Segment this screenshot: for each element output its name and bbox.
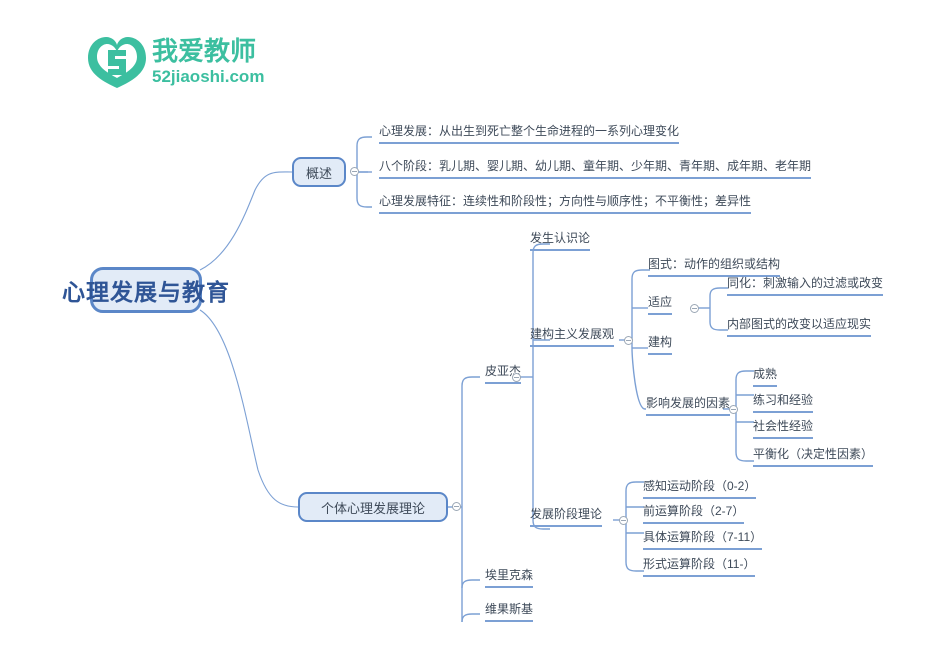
node-construction-label: 建构 [648,335,673,349]
branch-overview-label: 概述 [305,165,332,181]
node-stage-formal-label: 形式运算阶段（11-） [643,557,756,571]
node-stage-preoperational[interactable]: 前运算阶段（2-7） [643,503,745,524]
node-dev-factors-collapse-toggle[interactable] [729,405,738,414]
node-factor-maturation-label: 成熟 [753,367,778,381]
node-factor-practice[interactable]: 练习和经验 [753,392,814,413]
node-adaptation[interactable]: 适应 [648,294,673,315]
overview-item-3[interactable]: 心理发展特征：连续性和阶段性；方向性与顺序性；不平衡性；差异性 [379,193,752,214]
node-stage-theory-label: 发展阶段理论 [530,507,603,521]
node-dev-factors[interactable]: 影响发展的因素 [646,395,731,416]
node-accommodation[interactable]: 内部图式的改变以适应现实 [727,316,872,337]
branch-individual-theories[interactable]: 个体心理发展理论 [298,492,448,522]
node-adaptation-collapse-toggle[interactable] [690,304,699,313]
logo-domain: 52jiaoshi.com [152,67,265,86]
node-factor-equilibration[interactable]: 平衡化（决定性因素） [753,446,874,467]
overview-item-3-label: 心理发展特征：连续性和阶段性；方向性与顺序性；不平衡性；差异性 [379,194,752,208]
root-node[interactable]: 心理发展与教育 [62,267,229,313]
overview-item-1-label: 心理发展：从出生到死亡整个生命进程的一系列心理变化 [379,124,680,138]
node-stage-concrete-label: 具体运算阶段（7-11） [643,530,763,544]
node-assimilation-label: 同化：刺激输入的过滤或改变 [727,276,884,290]
node-stage-sensorimotor-label: 感知运动阶段（0-2） [643,479,757,493]
node-factor-equilibration-label: 平衡化（决定性因素） [753,447,874,461]
logo-text-block: 我爱教师 52jiaoshi.com [152,36,276,87]
site-logo: 我爱教师 52jiaoshi.com [86,32,276,92]
node-vygotsky[interactable]: 维果斯基 [485,601,534,622]
node-factor-social-label: 社会性经验 [753,419,814,433]
node-stage-preoperational-label: 前运算阶段（2-7） [643,504,745,518]
branch-overview-collapse-toggle[interactable] [350,167,359,176]
overview-item-2-label: 八个阶段：乳儿期、婴儿期、幼儿期、童年期、少年期、青年期、成年期、老年期 [379,159,812,173]
node-accommodation-label: 内部图式的改变以适应现实 [727,317,872,331]
node-stage-theory[interactable]: 发展阶段理论 [530,506,603,527]
node-factor-practice-label: 练习和经验 [753,393,814,407]
node-factor-social[interactable]: 社会性经验 [753,418,814,439]
overview-item-2[interactable]: 八个阶段：乳儿期、婴儿期、幼儿期、童年期、少年期、青年期、成年期、老年期 [379,158,812,179]
node-erikson-label: 埃里克森 [485,568,534,582]
node-erikson[interactable]: 埃里克森 [485,567,534,588]
node-constructivism-collapse-toggle[interactable] [624,336,633,345]
node-stage-formal[interactable]: 形式运算阶段（11-） [643,556,756,577]
branch-individual-theories-collapse-toggle[interactable] [452,502,461,511]
root-node-label: 心理发展与教育 [62,279,230,305]
node-schema[interactable]: 图式：动作的组织或结构 [648,256,781,277]
node-constructivism[interactable]: 建构主义发展观 [530,326,615,347]
overview-item-1[interactable]: 心理发展：从出生到死亡整个生命进程的一系列心理变化 [379,123,680,144]
logo-mark-icon [88,37,146,88]
node-stage-theory-collapse-toggle[interactable] [619,516,628,525]
node-adaptation-label: 适应 [648,295,673,309]
node-genetic-epistemology-label: 发生认识论 [530,231,591,245]
logo-chinese-name: 我爱教师 [152,36,257,66]
branch-individual-theories-label: 个体心理发展理论 [320,500,425,516]
node-assimilation[interactable]: 同化：刺激输入的过滤或改变 [727,275,884,296]
node-constructivism-label: 建构主义发展观 [530,327,615,341]
node-stage-concrete[interactable]: 具体运算阶段（7-11） [643,529,763,550]
node-factor-maturation[interactable]: 成熟 [753,366,778,387]
node-schema-label: 图式：动作的组织或结构 [648,257,781,271]
node-piaget-collapse-toggle[interactable] [512,373,521,382]
node-genetic-epistemology[interactable]: 发生认识论 [530,230,591,251]
node-dev-factors-label: 影响发展的因素 [646,396,731,410]
node-stage-sensorimotor[interactable]: 感知运动阶段（0-2） [643,478,757,499]
branch-overview[interactable]: 概述 [292,157,346,187]
node-construction[interactable]: 建构 [648,334,673,355]
node-vygotsky-label: 维果斯基 [485,602,534,616]
